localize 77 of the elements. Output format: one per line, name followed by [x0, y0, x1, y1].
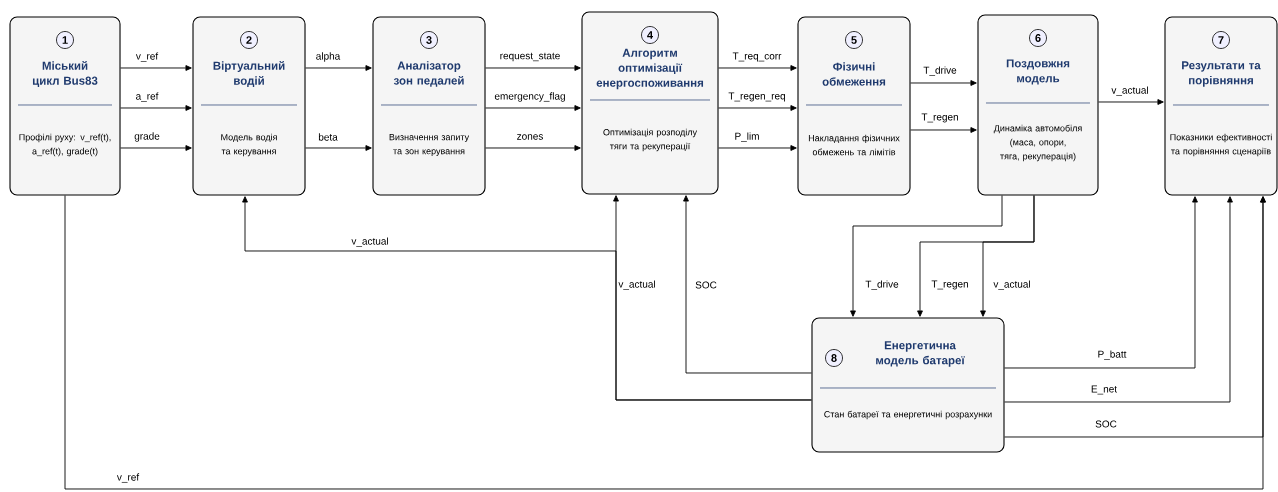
arrow [910, 127, 977, 133]
step-number: 3 [420, 31, 438, 49]
step-number: 6 [1029, 29, 1047, 47]
edge-label: T_drive [864, 279, 900, 291]
process-box [581, 11, 719, 195]
edge-label: emergency_flag [493, 91, 567, 103]
edge-label: T_regen [930, 279, 970, 291]
edge-label: SOC [694, 280, 718, 290]
edge-label: T_regen [920, 112, 960, 124]
edge-label: v_ref [134, 51, 160, 63]
arrow [485, 145, 581, 151]
box-description: Визначення запиту та зон керування [389, 133, 470, 156]
arrow [64, 195, 1266, 490]
arrow [1004, 196, 1233, 403]
step-number: 1 [56, 31, 74, 49]
arrow [910, 80, 977, 86]
arrow [718, 145, 797, 151]
box-description: Накладання фізичних обмежень та лімітів [808, 134, 900, 156]
arrow [485, 65, 581, 71]
step-number: 4 [641, 26, 659, 44]
box-title: Віртуальний водій [213, 61, 285, 87]
arrow [980, 195, 1035, 317]
arrow [305, 65, 372, 71]
box-title: Фізичні обмеження [822, 62, 886, 86]
arrow [718, 105, 797, 111]
arrow [850, 195, 1003, 317]
box-title: Міський цикл Bus83 [32, 61, 98, 87]
edge-label: E_net [1089, 384, 1119, 396]
edge-label: a_ref [134, 91, 160, 103]
arrow [1098, 99, 1164, 105]
box-description: Профілі руху: v_ref(t), a_ref(t), grade(t) [19, 133, 111, 157]
box-title: Результати та порівняння [1182, 61, 1261, 87]
step-number: 7 [1212, 31, 1230, 49]
step-number: 5 [845, 31, 863, 49]
arrow [120, 65, 192, 71]
process-box [797, 16, 911, 196]
edge-label: request_state [498, 51, 562, 63]
arrow [683, 195, 812, 374]
box-description: Оптимізація розподілу тяги та рекуперації [603, 128, 698, 152]
arrow [120, 145, 192, 151]
edge-label: v_actual [1110, 85, 1150, 97]
edge-label: beta [317, 132, 339, 142]
box-title: Поздовжня модель [1006, 59, 1070, 85]
edge-label: T_regen_req [727, 91, 787, 103]
edge-label: SOC [1094, 419, 1118, 429]
process-box [1164, 16, 1278, 196]
box-description: Показники ефективності та порівняння сценаріїв [1170, 133, 1272, 157]
edge-label: T_req_corr [731, 51, 783, 63]
arrow [242, 196, 812, 401]
edge-label: v_actual [617, 279, 657, 291]
arrow [1004, 196, 1198, 369]
edge-label: v_ref [115, 472, 141, 484]
box-description: Модель водія та керування [221, 133, 277, 157]
edge-label: grade [133, 131, 161, 143]
box-title: Алгоритм оптимізації енергоспоживання [596, 48, 704, 90]
step-number: 2 [240, 31, 258, 49]
process-box [977, 14, 1099, 196]
process-box [811, 317, 1005, 453]
edge-label: v_actual [350, 236, 390, 248]
edge-label: alpha [314, 51, 342, 63]
edge-label: zones [515, 133, 545, 141]
edge-label: P_lim [733, 131, 761, 143]
process-box [9, 16, 121, 196]
box-title: Енергетична модель батареї [876, 341, 965, 367]
box-description: Динаміка автомобіля (маса, опори, тяга, рекуперація) [993, 124, 1082, 162]
edge-label: v_actual [992, 279, 1032, 291]
box-description: Стан батареї та енергетичні розрахунки [824, 410, 992, 420]
box-title: Аналізатор зон педалей [393, 61, 464, 87]
edge-label: T_drive [922, 65, 958, 77]
arrow [305, 145, 372, 151]
step-number: 8 [825, 349, 843, 367]
arrow [120, 105, 192, 111]
process-box [372, 16, 486, 196]
edge-label: P_batt [1096, 349, 1128, 361]
arrow [718, 65, 797, 71]
process-box [192, 16, 306, 196]
arrow [485, 105, 581, 111]
